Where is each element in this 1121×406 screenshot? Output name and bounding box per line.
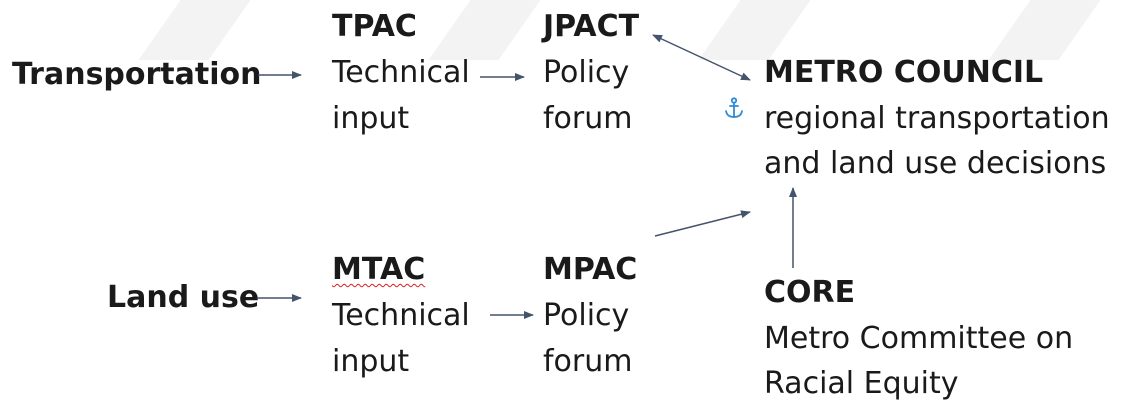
mtac-title-text: MTAC bbox=[332, 252, 426, 287]
metro-council-title: METRO COUNCIL bbox=[764, 55, 1044, 90]
land-use-label: Land use bbox=[107, 280, 260, 315]
mpac-desc-line2: forum bbox=[543, 344, 633, 379]
tpac-desc-line2: input bbox=[332, 101, 410, 136]
anchor-icon bbox=[725, 97, 743, 118]
jpact-title: JPACT bbox=[543, 9, 640, 44]
arrow-jpact-metro-council bbox=[652, 34, 751, 81]
core-desc-line1: Metro Committee on bbox=[764, 321, 1074, 356]
jpact-desc-line1: Policy bbox=[543, 55, 630, 90]
metro-council-desc-line1: regional transportation bbox=[764, 101, 1110, 136]
arrow-mpac-to-metro-council bbox=[654, 210, 751, 237]
tpac-desc-line1: Technical bbox=[332, 55, 470, 90]
transportation-label: Transportation bbox=[12, 57, 262, 92]
mpac-desc-line1: Policy bbox=[543, 298, 630, 333]
mpac-title: MPAC bbox=[543, 252, 638, 287]
tpac-title: TPAC bbox=[332, 9, 417, 44]
core-title: CORE bbox=[764, 275, 856, 310]
mtac-title: MTAC bbox=[332, 247, 425, 292]
metro-council-desc-line2: and land use decisions bbox=[764, 146, 1107, 181]
mtac-desc-line2: input bbox=[332, 344, 410, 379]
core-desc-line2: Racial Equity bbox=[764, 366, 959, 401]
jpact-desc-line2: forum bbox=[543, 101, 633, 136]
mtac-desc-line1: Technical bbox=[332, 298, 470, 333]
